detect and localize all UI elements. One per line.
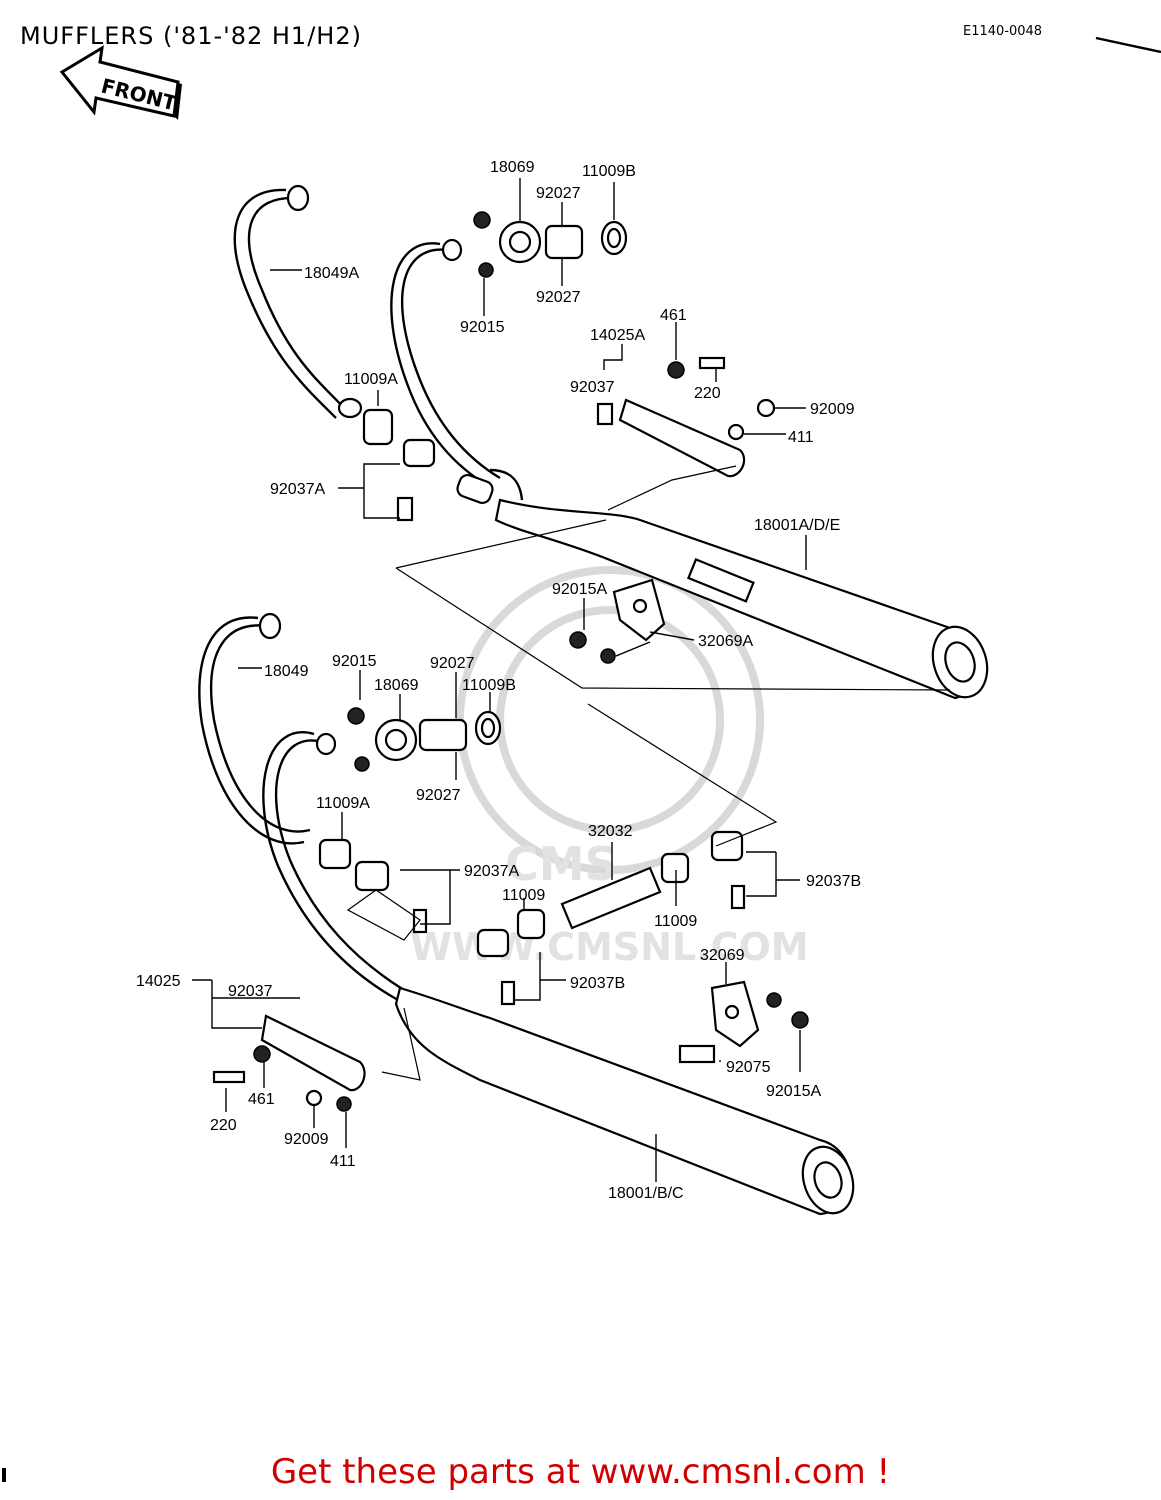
label-92015a-upper: 92015A (552, 581, 607, 598)
label-92015-upper: 92015 (460, 319, 505, 336)
label-11009a-lower: 11009A (316, 795, 370, 812)
label-14025a: 14025A (590, 327, 645, 344)
footer-cta-link[interactable]: Get these parts at www.cmsnl.com ! (270, 1452, 891, 1492)
label-411-upper: 411 (788, 429, 814, 446)
label-92037a-upper: 92037A (270, 481, 325, 498)
label-92027-lower-top: 92027 (430, 655, 475, 672)
diagram-code: E1140-0048 (963, 24, 1043, 39)
label-92037-lower: 92037 (228, 983, 273, 1000)
corner-mark (1095, 36, 1161, 54)
label-32069: 32069 (700, 947, 745, 964)
watermark-logo-text: CMS (505, 837, 618, 891)
label-92037a-lower: 92037A (464, 863, 519, 880)
label-92027-upper-bottom: 92027 (536, 289, 581, 306)
label-11009-left: 11009 (502, 887, 545, 904)
upper-part-labels: 18069 11009B 92027 92027 92015 18049A 46… (270, 159, 855, 650)
label-92037b-right: 92037B (806, 873, 861, 890)
label-18049a: 18049A (304, 265, 359, 282)
label-18069-upper: 18069 (490, 159, 535, 176)
label-220-lower: 220 (210, 1117, 237, 1134)
label-11009b-lower: 11009B (462, 677, 516, 694)
upper-muffler-assembly (233, 184, 989, 700)
lower-muffler-assembly (198, 612, 855, 1216)
muffler-18001bc (394, 986, 852, 1216)
label-92015a-lower: 92015A (766, 1083, 821, 1100)
label-92009-upper: 92009 (810, 401, 855, 418)
label-18049: 18049 (264, 663, 309, 680)
watermark-url-text: WWW.CMSNL.COM (410, 925, 809, 969)
label-32032: 32032 (588, 823, 633, 840)
label-220-upper: 220 (694, 385, 721, 402)
label-92015-lower: 92015 (332, 653, 377, 670)
cms-watermark: CMS WWW.CMSNL.COM (410, 566, 809, 969)
page-title: MUFFLERS ('81-'82 H1/H2) (20, 22, 362, 50)
label-18001ade: 18001A/D/E (754, 517, 840, 534)
label-14025: 14025 (136, 973, 181, 990)
label-92027-upper-top: 92027 (536, 185, 581, 202)
label-11009a-upper: 11009A (344, 371, 398, 388)
label-92009-lower: 92009 (284, 1131, 329, 1148)
label-461-upper: 461 (660, 307, 687, 324)
exhaust-pipe-18049a (247, 196, 347, 411)
label-461-lower: 461 (248, 1091, 275, 1108)
label-411-lower: 411 (330, 1153, 356, 1170)
label-11009b-upper: 11009B (582, 163, 636, 180)
label-18001bc: 18001/B/C (608, 1185, 684, 1202)
label-92037b-center: 92037B (570, 975, 625, 992)
exhaust-pipe-18049 (210, 624, 311, 833)
label-32069a: 32069A (698, 633, 753, 650)
lower-part-labels: 18049 92015 92027 18069 11009B 92027 110… (136, 653, 861, 1202)
label-18069-lower: 18069 (374, 677, 419, 694)
front-arrow-icon: FRONT (59, 45, 182, 120)
edge-mark (2, 1468, 6, 1482)
leader-lines (192, 178, 807, 1182)
label-92037-upper: 92037 (570, 379, 615, 396)
label-92027-lower-bottom: 92027 (416, 787, 461, 804)
label-92075: 92075 (726, 1059, 771, 1076)
label-11009-right: 11009 (654, 913, 697, 930)
